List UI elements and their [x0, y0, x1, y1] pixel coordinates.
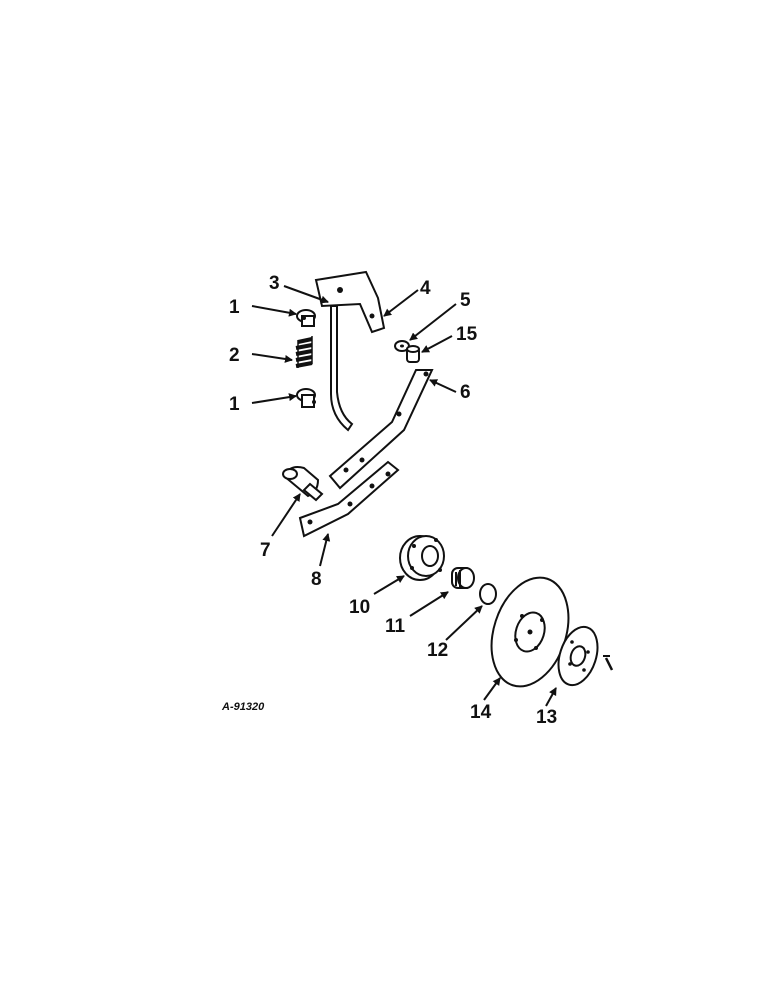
callout-14: 14	[470, 702, 492, 723]
bushing	[406, 345, 420, 363]
callout-13: 13	[536, 707, 557, 728]
snap-ring	[479, 583, 497, 605]
callout-5: 5	[460, 290, 471, 311]
callout-1-bottom: 1	[229, 394, 240, 415]
callout-15: 15	[456, 324, 478, 345]
callout-8: 8	[311, 569, 322, 590]
scraper-plate	[298, 460, 400, 538]
callout-12: 12	[427, 640, 448, 661]
leader-lines	[251, 285, 557, 707]
bearing	[451, 567, 475, 589]
callout-11: 11	[385, 616, 406, 637]
mounting-bracket	[314, 270, 386, 334]
scraper-arm	[328, 369, 434, 490]
callout-3: 3	[269, 273, 280, 294]
collar-top	[296, 309, 316, 327]
collar-bottom	[296, 388, 316, 408]
callout-2: 2	[229, 345, 240, 366]
hub	[399, 535, 445, 581]
callout-1-top: 1	[229, 297, 240, 318]
spring	[295, 336, 313, 368]
callout-7: 7	[260, 540, 271, 561]
spindle	[282, 466, 324, 502]
drawing-number: A-91320	[221, 701, 265, 713]
callout-4: 4	[420, 278, 431, 299]
end-plate	[557, 625, 599, 687]
callout-6: 6	[460, 382, 471, 403]
callout-10: 10	[349, 597, 370, 618]
bolt	[603, 655, 614, 671]
support-rod	[330, 305, 354, 432]
